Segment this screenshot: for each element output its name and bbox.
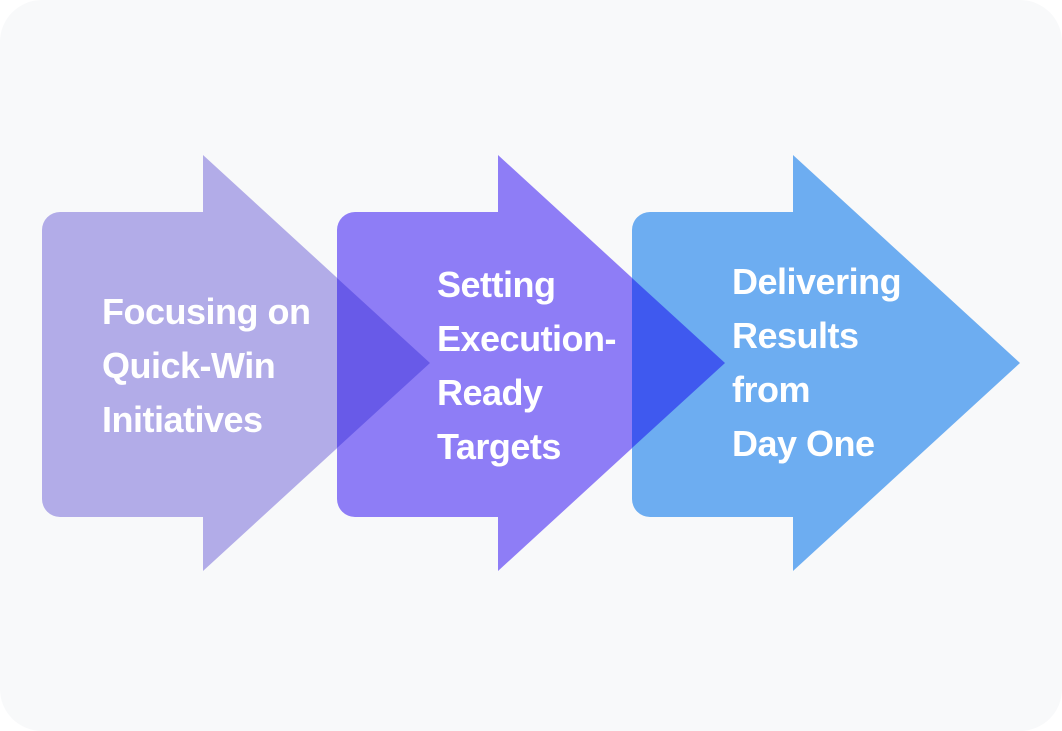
arrow-3-label-line-2: Results (732, 315, 859, 356)
arrow-1-label-line-1: Focusing on (102, 291, 311, 332)
arrow-2-shape (337, 155, 725, 571)
arrow-3-label: Delivering Results from Day One (732, 255, 902, 471)
arrow-1-label: Focusing on Quick-Win Initiatives (102, 285, 311, 447)
arrow-1-shape (42, 155, 430, 571)
arrow-3-label-line-3: from (732, 369, 811, 410)
arrow-1-label-line-3: Initiatives (102, 399, 263, 440)
arrow-1-label-line-2: Quick-Win (102, 345, 276, 386)
overlap-1-2-shape (337, 278, 430, 448)
arrow-2-label: Setting Execution- Ready Targets (437, 258, 617, 474)
arrow-2-label-line-2: Execution- (437, 318, 617, 359)
arrow-2-label-line-3: Ready (437, 372, 543, 413)
arrow-2-label-line-1: Setting (437, 264, 556, 305)
arrow-2-label-line-4: Targets (437, 426, 561, 467)
overlap-2-3-shape (632, 278, 725, 448)
arrow-3-label-line-4: Day One (732, 423, 875, 464)
arrow-3-shape (632, 155, 1020, 571)
arrow-3-label-line-1: Delivering (732, 261, 902, 302)
